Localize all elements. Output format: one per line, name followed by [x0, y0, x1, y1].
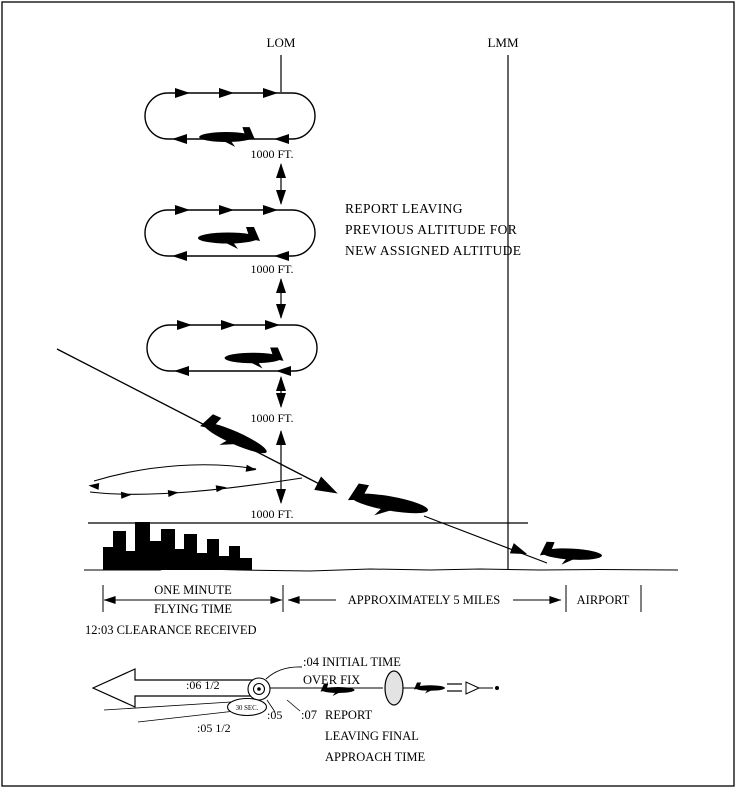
measurement-ticks [102, 585, 642, 612]
holding-fix-symbol [247, 677, 271, 701]
altitude-label: 1000 FT. [250, 411, 293, 425]
low-pattern-upper-arc [93, 464, 257, 482]
t05-leader [266, 699, 276, 713]
airport-label: AIRPORT [577, 593, 630, 607]
report-leaving-note: REPORT LEAVING PREVIOUS ALTITUDE FOR NEW… [345, 201, 521, 258]
report-final-line: APPROACH TIME [325, 750, 425, 764]
thirty-second-label: 30 SEC. [236, 705, 259, 712]
aircraft-silhouette [414, 682, 445, 694]
t07-label: :07 [301, 708, 317, 722]
thirty-second-turn: 30 SEC. [226, 697, 268, 717]
t07-leader [286, 699, 301, 712]
note-line: REPORT LEAVING [345, 201, 463, 216]
altitude-interval-4: 1000 FT. [250, 430, 294, 521]
holding-pattern-1 [145, 88, 315, 147]
note-line: PREVIOUS ALTITUDE FOR [345, 222, 517, 237]
five-miles-label: APPROXIMATELY 5 MILES [348, 593, 501, 607]
aircraft-silhouette [198, 227, 260, 249]
lom-label: LOM [267, 35, 296, 50]
marker-beacon-symbol [384, 670, 404, 706]
altitude-label: 1000 FT. [250, 147, 293, 161]
aircraft-silhouette [346, 482, 431, 525]
final-descent-path [423, 515, 548, 564]
report-final-line: REPORT [325, 708, 373, 722]
initial-time-leader [265, 666, 303, 680]
initial-time-label: :04 INITIAL TIME [303, 655, 401, 669]
timing-diagram: 30 SEC. :06 1/2 :05 :05 1/2 :04 INITIAL … [91, 655, 499, 764]
lom-marker: LOM [267, 35, 296, 92]
report-final-line: LEAVING FINAL [325, 729, 419, 743]
aircraft-silhouette [224, 347, 284, 369]
t05half-label: :05 1/2 [197, 721, 231, 735]
track-line [103, 700, 248, 711]
descent-path [56, 348, 342, 501]
t05-label: :05 [267, 708, 282, 722]
flying-time-label: FLYING TIME [154, 602, 232, 616]
note-line: NEW ASSIGNED ALTITUDE [345, 243, 521, 258]
one-minute-measure: ONE MINUTE FLYING TIME [103, 583, 283, 616]
lmm-marker: LMM [487, 35, 519, 570]
ground-line [84, 567, 679, 572]
five-miles-measure: APPROXIMATELY 5 MILES [287, 593, 562, 607]
runway-symbol [447, 681, 499, 695]
aircraft-silhouette [539, 541, 603, 567]
city-skyline [103, 522, 252, 570]
altitude-interval-3: 1000 FT. [250, 376, 294, 425]
holding-pattern-2 [145, 205, 315, 261]
altitude-label: 1000 FT. [250, 262, 293, 276]
altitude-interval-2: 1000 FT. [250, 262, 294, 319]
lmm-label: LMM [487, 35, 519, 50]
t06half-label: :06 1/2 [186, 678, 220, 692]
clearance-label: 12:03 CLEARANCE RECEIVED [85, 623, 257, 637]
one-minute-label: ONE MINUTE [154, 583, 232, 597]
holding-pattern-3 [147, 320, 317, 376]
aircraft-silhouette [199, 127, 255, 147]
low-pattern-lower-arc [89, 477, 303, 495]
altitude-interval-1: 1000 FT. [250, 147, 294, 205]
over-fix-label: OVER FIX [303, 673, 360, 687]
altitude-label: 1000 FT. [250, 507, 293, 521]
